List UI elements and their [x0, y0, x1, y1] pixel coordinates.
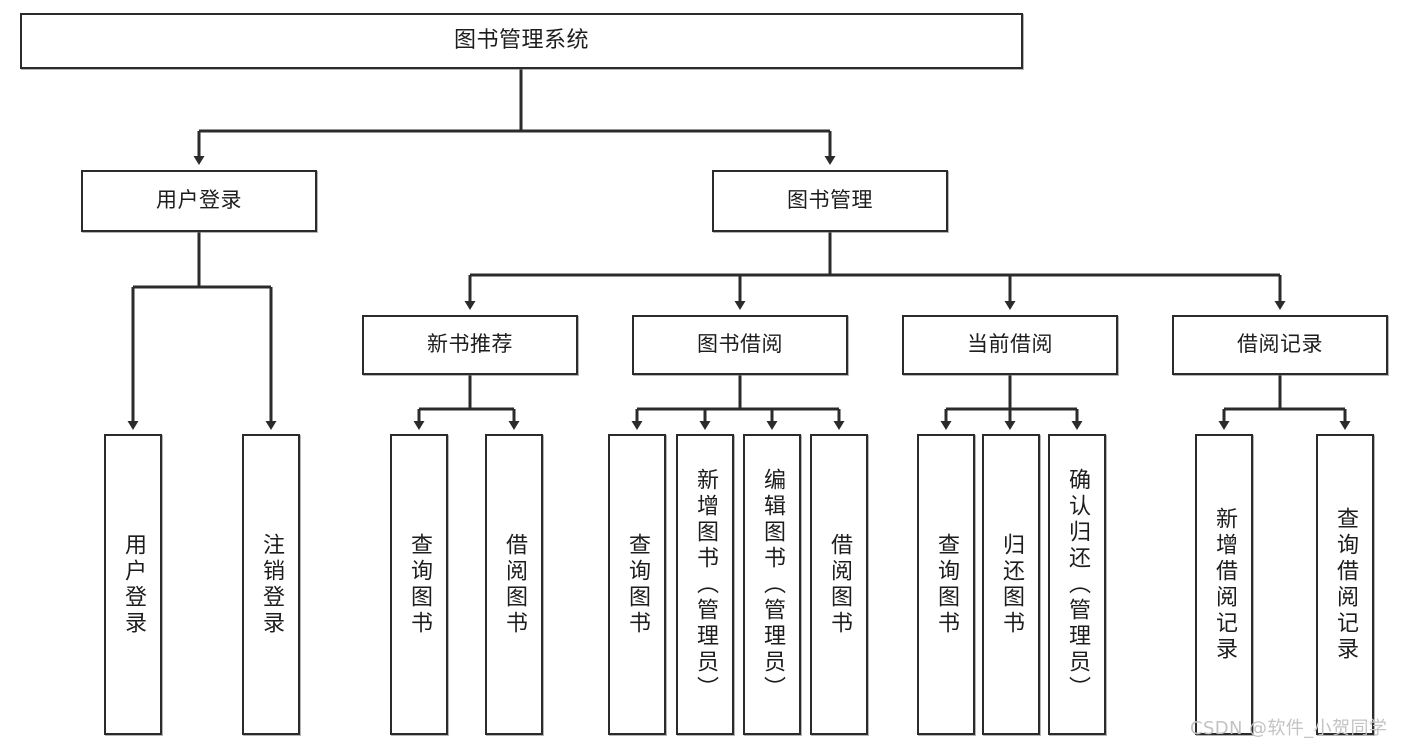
node-leaf-borrow-book-2[interactable]: 借阅图书	[810, 434, 868, 735]
node-current-borrow[interactable]: 当前借阅	[902, 315, 1118, 375]
node-leaf-query-book-2[interactable]: 查询图书	[608, 434, 666, 735]
node-leaf-query-book-1-label: 查询图书	[407, 532, 432, 637]
node-user-login-label: 用户登录	[156, 188, 242, 213]
node-leaf-confirm-return-label: 确认归还（管理员）	[1065, 467, 1090, 702]
node-leaf-query-record[interactable]: 查询借阅记录	[1316, 434, 1374, 735]
node-leaf-borrow-book-1-label: 借阅图书	[502, 532, 527, 637]
node-book-manage-label: 图书管理	[787, 188, 873, 213]
node-root-label: 图书管理系统	[453, 27, 589, 53]
node-borrow-record-label: 借阅记录	[1237, 332, 1323, 357]
node-leaf-confirm-return[interactable]: 确认归还（管理员）	[1048, 434, 1106, 735]
node-leaf-edit-book-label: 编辑图书（管理员）	[760, 467, 785, 702]
node-leaf-query-book-3[interactable]: 查询图书	[917, 434, 975, 735]
node-leaf-logout-login-label: 注销登录	[259, 532, 284, 637]
node-leaf-return-book-label: 归还图书	[999, 532, 1024, 637]
node-leaf-user-login[interactable]: 用户登录	[104, 434, 162, 735]
node-leaf-user-login-label: 用户登录	[121, 532, 146, 637]
node-leaf-add-record[interactable]: 新增借阅记录	[1195, 434, 1253, 735]
node-leaf-query-book-1[interactable]: 查询图书	[390, 434, 448, 735]
watermark-text: CSDN @软件_小贺同学	[1190, 718, 1388, 739]
node-leaf-add-book-label: 新增图书（管理员）	[693, 467, 718, 702]
node-borrow-record[interactable]: 借阅记录	[1172, 315, 1388, 375]
node-leaf-edit-book[interactable]: 编辑图书（管理员）	[743, 434, 801, 735]
node-book-manage[interactable]: 图书管理	[712, 170, 948, 232]
node-leaf-logout-login[interactable]: 注销登录	[242, 434, 300, 735]
node-leaf-add-book[interactable]: 新增图书（管理员）	[676, 434, 734, 735]
node-leaf-borrow-book-2-label: 借阅图书	[827, 532, 852, 637]
node-leaf-borrow-book-1[interactable]: 借阅图书	[485, 434, 543, 735]
node-user-login[interactable]: 用户登录	[81, 170, 317, 232]
node-current-borrow-label: 当前借阅	[967, 332, 1053, 357]
node-leaf-query-book-3-label: 查询图书	[934, 532, 959, 637]
node-book-borrow-label: 图书借阅	[697, 332, 783, 357]
node-root[interactable]: 图书管理系统	[20, 13, 1023, 69]
node-leaf-add-record-label: 新增借阅记录	[1212, 506, 1237, 663]
node-new-book-recommend[interactable]: 新书推荐	[362, 315, 578, 375]
node-leaf-query-book-2-label: 查询图书	[625, 532, 650, 637]
node-leaf-return-book[interactable]: 归还图书	[982, 434, 1040, 735]
node-new-book-recommend-label: 新书推荐	[427, 332, 513, 357]
node-book-borrow[interactable]: 图书借阅	[632, 315, 848, 375]
node-leaf-query-record-label: 查询借阅记录	[1333, 506, 1358, 663]
